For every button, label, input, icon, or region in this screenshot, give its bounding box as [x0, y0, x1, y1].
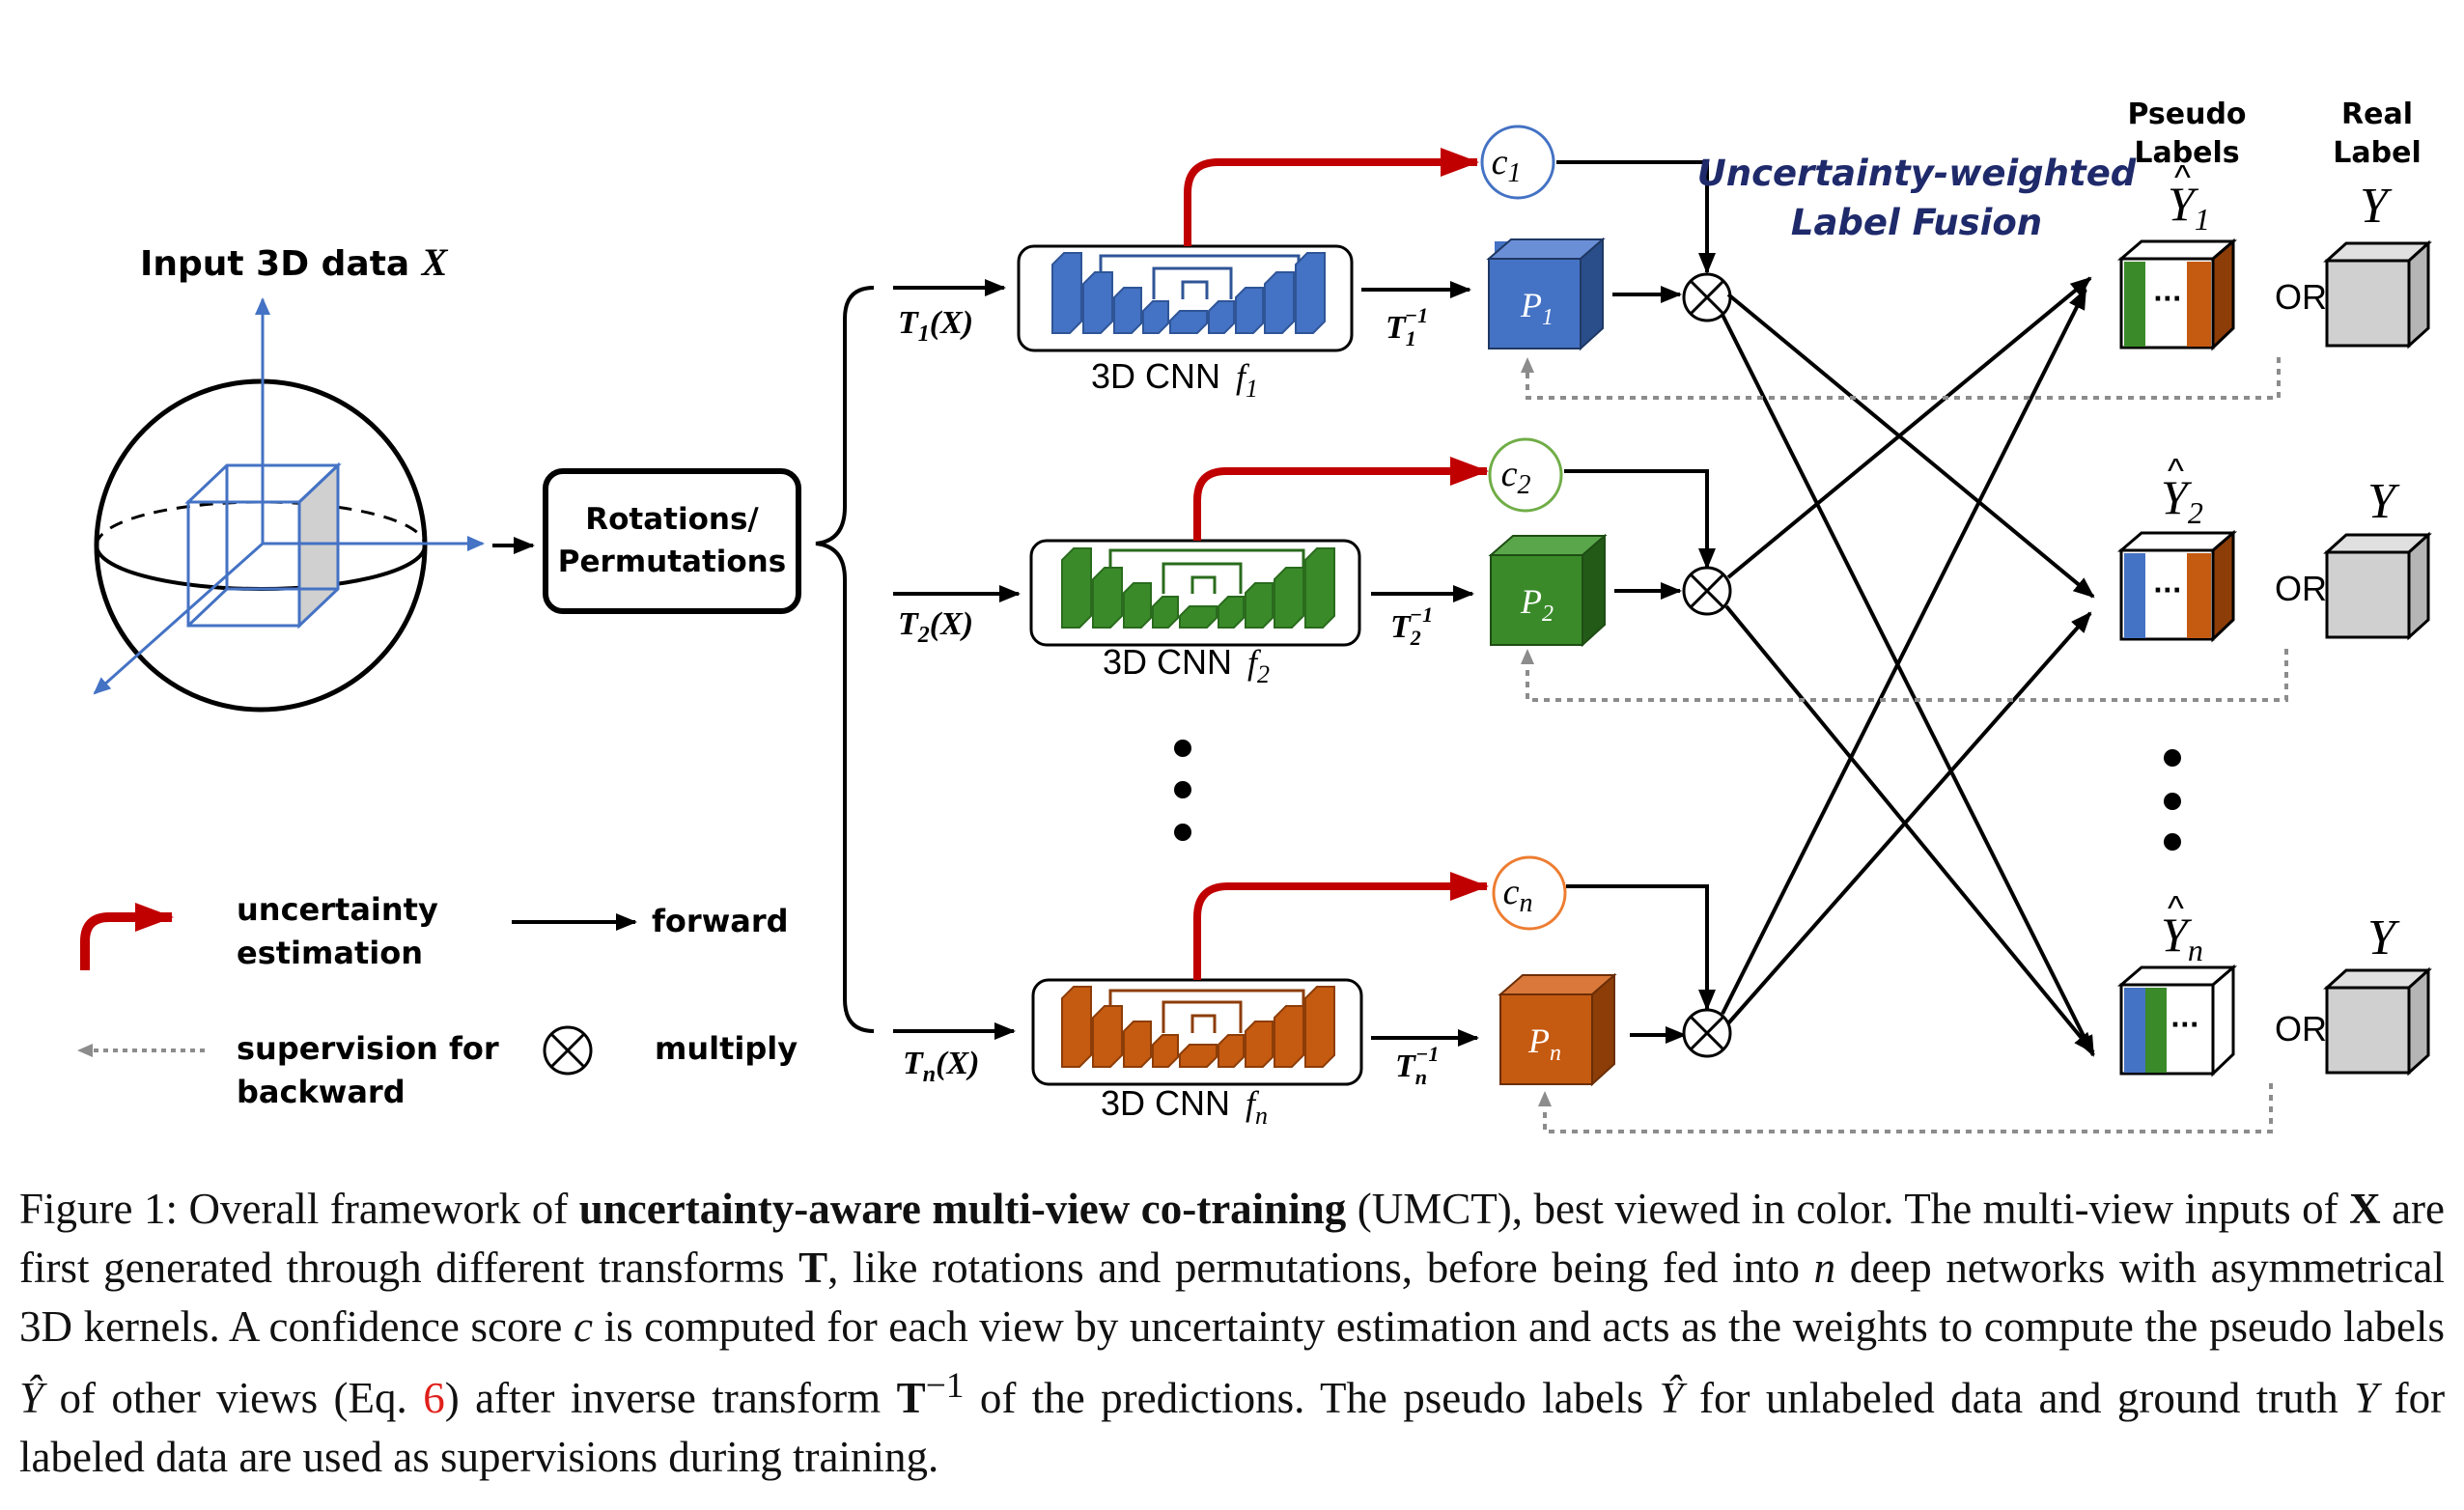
- supervision-arrow: [1521, 649, 2288, 702]
- inverse-transform-label: Tn−1: [1395, 1042, 1439, 1089]
- rotations-permutations-box: Rotations/ Permutations: [543, 468, 801, 614]
- pseudo-label-row-2: Y2 ^ ··· OR Y: [1521, 451, 2432, 702]
- confidence-node: c2: [1488, 437, 1563, 513]
- real-label-symbol: Y: [2360, 179, 2393, 234]
- pseudo-label-cube: ···: [2116, 238, 2238, 351]
- input-label: Input 3D data X: [140, 240, 449, 284]
- legend-supervision-line2: backward: [237, 1074, 406, 1110]
- multiply-icon: [543, 1025, 593, 1076]
- real-header-line2: Label: [2333, 136, 2421, 170]
- confidence-node: cn: [1492, 855, 1567, 931]
- prediction-label: P1: [1520, 286, 1554, 330]
- pseudo-label-cube: ···: [2116, 964, 2238, 1077]
- real-label-cube: [2323, 531, 2432, 641]
- pseudo-label-symbol: Yn: [2161, 908, 2203, 967]
- fusion-title-line2: Label Fusion: [1791, 202, 2042, 243]
- multiply-node-2: [1682, 566, 1732, 616]
- permutations-label: Permutations: [558, 545, 786, 579]
- supervision-arrow: [1538, 1083, 2273, 1133]
- pseudo-label-symbol: Y1: [2168, 177, 2210, 237]
- multiply-node-n: [1682, 1008, 1732, 1058]
- pseudo-header-line2: Labels: [2134, 136, 2239, 170]
- transform-label: T2(X): [898, 606, 973, 648]
- legend-forward: forward: [652, 903, 789, 939]
- real-label-symbol: Y: [2367, 910, 2400, 965]
- input-3d-data: Input 3D data X: [93, 240, 485, 713]
- pseudo-label-row-1: Y1 ^ ··· OR Y: [1521, 157, 2432, 400]
- inverse-transform-label: T2−1: [1390, 602, 1433, 650]
- or-label: OR: [2275, 277, 2327, 317]
- confidence-node: c1: [1480, 125, 1555, 200]
- confidence-to-multiply-arrow: [1566, 884, 1716, 1011]
- sphere-equator-front: [95, 545, 427, 591]
- prediction-cube: P2: [1488, 533, 1608, 648]
- uncertainty-arrow: [1193, 457, 1489, 541]
- real-label-symbol: Y: [2367, 474, 2400, 529]
- prediction-cube: P1: [1486, 237, 1606, 351]
- real-label-cube: [2323, 239, 2432, 350]
- legend-multiply: multiply: [655, 1030, 798, 1067]
- or-label: OR: [2275, 1009, 2327, 1049]
- prediction-label: P2: [1520, 582, 1554, 627]
- legend-supervision-line1: supervision for: [237, 1030, 499, 1067]
- ellipsis-label: ···: [2153, 576, 2182, 605]
- hat-mark: ^: [2168, 888, 2184, 928]
- pseudo-label-ellipsis: [2164, 749, 2181, 851]
- cnn-box: [1031, 978, 1363, 1086]
- real-label-cube: [2323, 966, 2432, 1077]
- fusion-arrows: [1721, 276, 2095, 1057]
- legend-uncertainty-line2: estimation: [237, 935, 423, 971]
- transform-label: T1(X): [898, 305, 973, 347]
- confidence-label: c1: [1492, 142, 1522, 188]
- uncertainty-arrow: [1184, 148, 1479, 246]
- inverse-transform-label: T1−1: [1386, 303, 1428, 350]
- framework-diagram: Input 3D data X Rotations/ Permutations …: [77, 98, 2432, 1133]
- multiply-node-1: [1682, 272, 1732, 322]
- confidence-label: cn: [1503, 872, 1533, 918]
- cnn-box: [1029, 539, 1361, 647]
- branch-ellipsis: [1174, 740, 1191, 841]
- legend: uncertainty estimation forward supervisi…: [77, 891, 798, 1110]
- branch-brace: [815, 286, 875, 1033]
- uncertainty-legend-icon: [80, 903, 174, 970]
- figure-caption: Figure 1: Overall framework of uncertain…: [19, 1185, 2446, 1481]
- confidence-to-multiply-arrow: [1564, 469, 1716, 570]
- pseudo-label-row-n: Yn ^ ··· OR Y: [1538, 888, 2432, 1133]
- or-label: OR: [2275, 569, 2327, 608]
- hat-mark: ^: [2174, 157, 2191, 197]
- ellipsis-label: ···: [2153, 285, 2182, 314]
- uncertainty-arrow: [1193, 872, 1489, 980]
- pseudo-label-symbol: Y2: [2161, 470, 2203, 530]
- cnn-box: [1017, 244, 1354, 352]
- ellipsis-label: ···: [2170, 1011, 2199, 1040]
- prediction-cube: Pn: [1498, 972, 1617, 1087]
- real-header-line1: Real: [2341, 98, 2413, 131]
- supervision-arrow: [1521, 357, 2281, 400]
- hat-mark: ^: [2168, 451, 2184, 490]
- equation-reference-link[interactable]: 6: [423, 1374, 445, 1422]
- confidence-to-multiply-arrow: [1556, 160, 1716, 274]
- fusion-title-line1: Uncertainty-weighted: [1697, 153, 2137, 194]
- legend-uncertainty-line1: uncertainty: [237, 891, 438, 928]
- confidence-label: c2: [1501, 454, 1531, 500]
- pseudo-header-line1: Pseudo: [2127, 98, 2246, 131]
- rotations-label: Rotations/: [585, 502, 759, 537]
- sphere-equator-back: [95, 500, 427, 546]
- prediction-label: Pn: [1527, 1021, 1561, 1066]
- pseudo-label-cube: ···: [2116, 529, 2238, 643]
- axis-diag-arrow: [93, 542, 264, 695]
- transform-label: Tn(X): [903, 1046, 979, 1087]
